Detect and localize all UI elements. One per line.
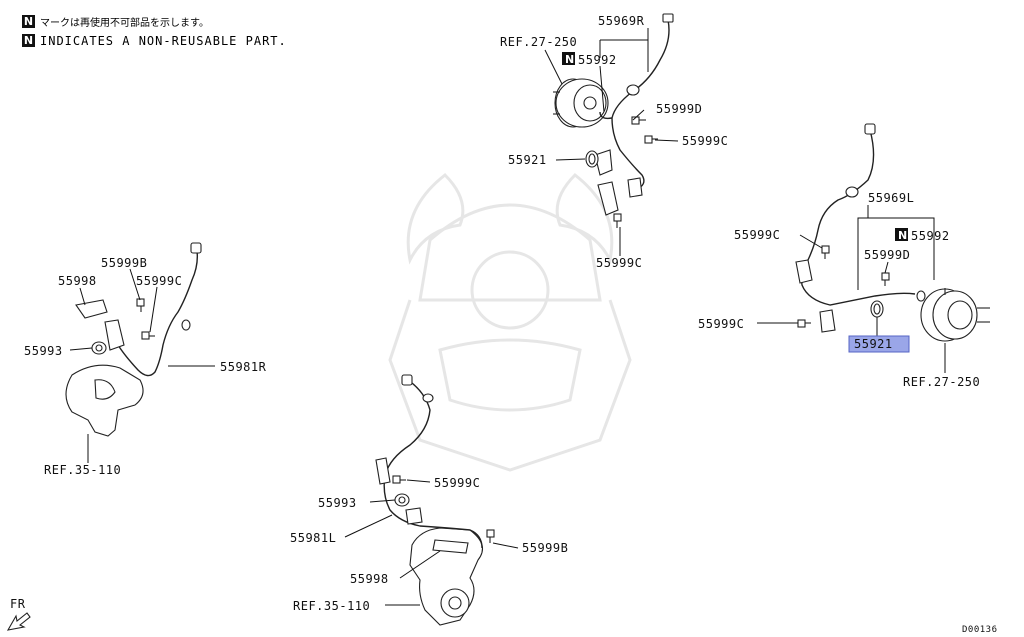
label-55992-right: 55992 <box>911 229 950 243</box>
right-leaders <box>757 205 946 373</box>
label-55998-bottom: 55998 <box>350 572 389 586</box>
label-55999B-bottom: 55999B <box>522 541 568 555</box>
label-55969R: 55969R <box>598 14 645 28</box>
label-55999C-top-1: 55999C <box>682 134 728 148</box>
nonreusable-marker-right-letter: N <box>898 229 907 242</box>
right-labels: 55969L 55999C N 55992 55999D 55999C 5592… <box>698 191 980 389</box>
nonreusable-marker-right-icon <box>895 228 908 241</box>
top-leaders <box>544 28 679 256</box>
label-55993-bottom: 55993 <box>318 496 357 510</box>
label-55999C-right-1: 55999C <box>734 228 780 242</box>
label-55999B-left: 55999B <box>101 256 147 270</box>
bottom-leaders <box>344 479 519 606</box>
nonreusable-marker-icon <box>562 52 575 65</box>
label-55993-left: 55993 <box>24 344 63 358</box>
label-55999C-right-2: 55999C <box>698 317 744 331</box>
label-55992-top: 55992 <box>578 53 617 67</box>
left-leaders <box>69 268 215 463</box>
bottom-knuckle-assembly <box>375 374 495 626</box>
bottom-labels: 55999C 55993 55981L 55999B 55998 REF.35-… <box>290 476 568 613</box>
label-55921-top: 55921 <box>508 153 547 167</box>
label-55999C-bottom: 55999C <box>434 476 480 490</box>
label-ref-27-250-right: REF.27-250 <box>903 375 980 389</box>
left-knuckle-assembly <box>65 242 202 437</box>
label-ref-35-110-left: REF.35-110 <box>44 463 121 477</box>
note-english: N INDICATES A NON-REUSABLE PART. <box>22 31 287 50</box>
left-labels: 55999B 55998 55999C 55993 55981R REF.35-… <box>24 256 267 477</box>
label-55981R: 55981R <box>220 360 267 374</box>
nonreusable-marker-icon: N <box>22 34 35 47</box>
fr-label: FR <box>10 597 26 611</box>
label-55999D-right: 55999D <box>864 248 910 262</box>
front-direction-indicator: FR <box>6 597 31 631</box>
nonreusable-marker-letter: N <box>565 53 574 66</box>
top-labels: 55969R REF.27-250 N 55992 55999D 55999C … <box>500 14 728 270</box>
drawing-code: D00136 <box>962 625 998 635</box>
label-55969L: 55969L <box>868 191 914 205</box>
watermark-helmet-icon <box>388 173 632 472</box>
label-55999C-top-2: 55999C <box>596 256 642 270</box>
label-55999C-left: 55999C <box>136 274 182 288</box>
highlight-55921[interactable] <box>848 335 910 353</box>
front-arrow-icon <box>6 612 31 631</box>
label-55998-left: 55998 <box>58 274 97 288</box>
label-55921-right[interactable]: 55921 <box>854 337 893 351</box>
note-english-text: INDICATES A NON-REUSABLE PART. <box>40 33 287 48</box>
label-ref-35-110-bottom: REF.35-110 <box>293 599 370 613</box>
label-ref-27-250-top: REF.27-250 <box>500 35 577 49</box>
note-japanese: N マークは再使用不可部品を示します。 <box>22 12 287 31</box>
note-japanese-text: マークは再使用不可部品を示します。 <box>40 18 209 29</box>
top-hub-assembly <box>553 13 674 228</box>
nonreusable-marker-icon: N <box>22 15 35 28</box>
notes-panel: N マークは再使用不可部品を示します。 N INDICATES A NON-RE… <box>22 12 287 50</box>
label-55981L: 55981L <box>290 531 336 545</box>
label-55999D-top: 55999D <box>656 102 702 116</box>
right-hub-assembly <box>795 123 990 342</box>
